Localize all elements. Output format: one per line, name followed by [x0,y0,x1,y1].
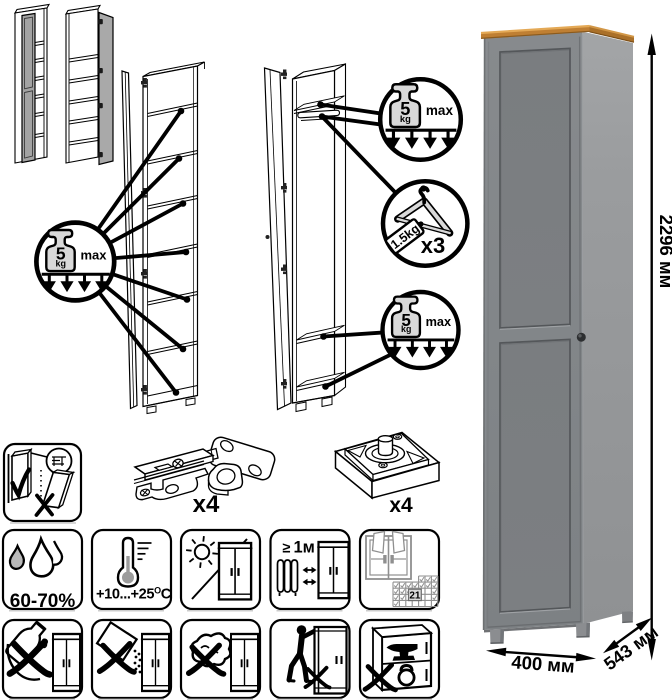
svg-text:≥: ≥ [283,541,291,557]
svg-text:x3: x3 [421,233,445,258]
svg-text:1м: 1м [294,539,315,557]
svg-text:60-70%: 60-70% [10,591,76,612]
svg-text:x4: x4 [389,494,413,517]
svg-text:2296 мм: 2296 мм [656,215,672,289]
svg-text:400 мм: 400 мм [511,651,576,677]
svg-text:21: 21 [409,590,421,601]
svg-text:+10...+25OC: +10...+25OC [96,586,172,603]
svg-text:x4: x4 [193,491,220,518]
